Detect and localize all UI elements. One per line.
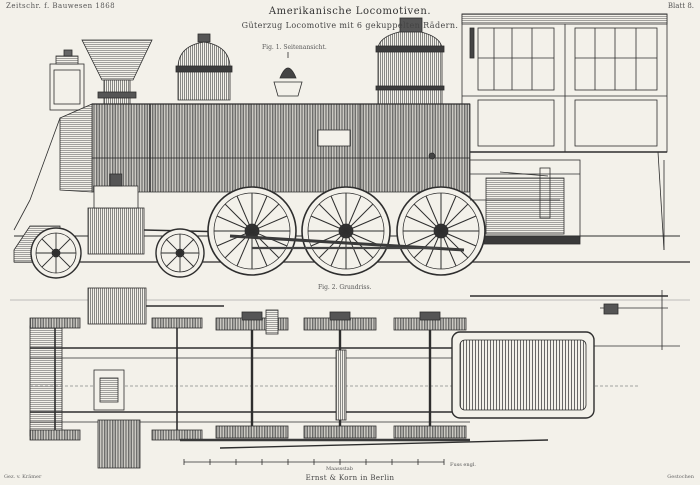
cylinder-plan-top xyxy=(87,287,147,325)
leading-wheel-1 xyxy=(30,227,82,279)
truck-wheel-plan-1 xyxy=(29,317,81,329)
driving-wheel-3 xyxy=(396,186,486,276)
cylinder xyxy=(87,173,231,255)
truck-wheel-plan-2 xyxy=(29,429,81,441)
front-buffer-beam xyxy=(29,325,63,437)
frame-rails xyxy=(30,347,640,423)
firebox xyxy=(469,159,581,245)
headlight xyxy=(49,49,85,111)
cab-floor-plan xyxy=(470,290,680,350)
sand-dome xyxy=(175,33,233,101)
draughtsman-signature: Gez. v. Krämer xyxy=(4,474,42,480)
scale-bar xyxy=(183,459,445,465)
driving-wheel-1 xyxy=(207,186,297,276)
sheet-number: Blatt 8. xyxy=(667,2,694,10)
firebox-plan xyxy=(451,331,595,419)
bell xyxy=(273,52,303,97)
driving-axles-plan xyxy=(215,309,467,439)
cab xyxy=(461,13,668,251)
side-elevation xyxy=(13,13,690,279)
leading-wheel-2 xyxy=(155,228,205,278)
engraver-signature: Gestochen xyxy=(667,474,694,480)
scale-unit: Fuss engl. xyxy=(450,462,476,468)
fig2-label: Fig. 2. Grundriss. xyxy=(318,284,372,291)
cylinder-plan-bottom xyxy=(97,419,141,469)
journal-header: Zeitschr. f. Bauwesen 1868 xyxy=(6,2,116,10)
valve-gear xyxy=(428,152,560,219)
steam-dome xyxy=(375,17,445,111)
driving-wheel-2 xyxy=(301,186,391,276)
plate-subtitle: Güterzug Locomotive mit 6 gekuppelten Rä… xyxy=(241,21,459,30)
truck-wheel-plan-3 xyxy=(151,317,203,329)
publisher-imprint: Ernst & Korn in Berlin xyxy=(305,474,395,482)
fig1-label: Fig. 1. Seitenansicht. xyxy=(262,44,327,51)
smoke-stack xyxy=(81,39,153,107)
plate-title: Amerikanische Locomotiven. xyxy=(268,6,432,17)
truck-wheel-plan-4 xyxy=(151,429,203,441)
plan-view xyxy=(10,287,690,469)
scale-label: Maassstab xyxy=(326,466,353,472)
